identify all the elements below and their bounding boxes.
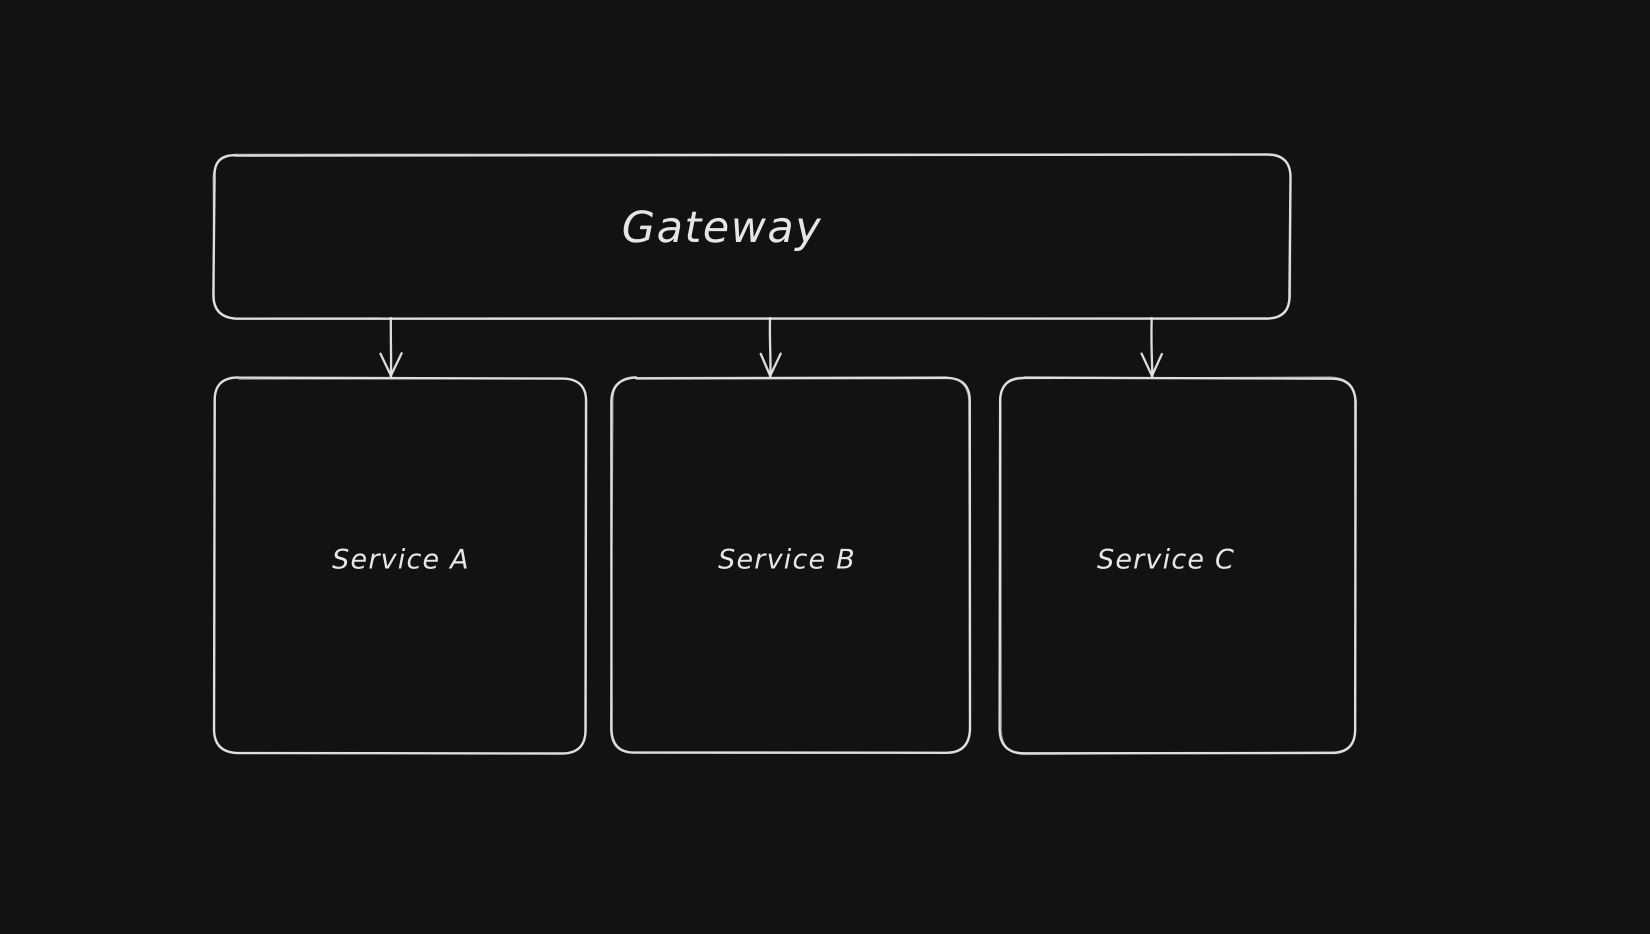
edge-gateway-to-service-a <box>379 316 403 378</box>
edge-gateway-to-service-b <box>759 316 782 378</box>
edge-gateway-to-service-c <box>1140 316 1164 378</box>
node-service-c-label: Service C <box>1096 544 1236 576</box>
node-service-b-label: Service B <box>718 544 856 576</box>
node-gateway-label: Gateway <box>621 203 823 253</box>
node-service-a-label: Service A <box>332 544 470 576</box>
